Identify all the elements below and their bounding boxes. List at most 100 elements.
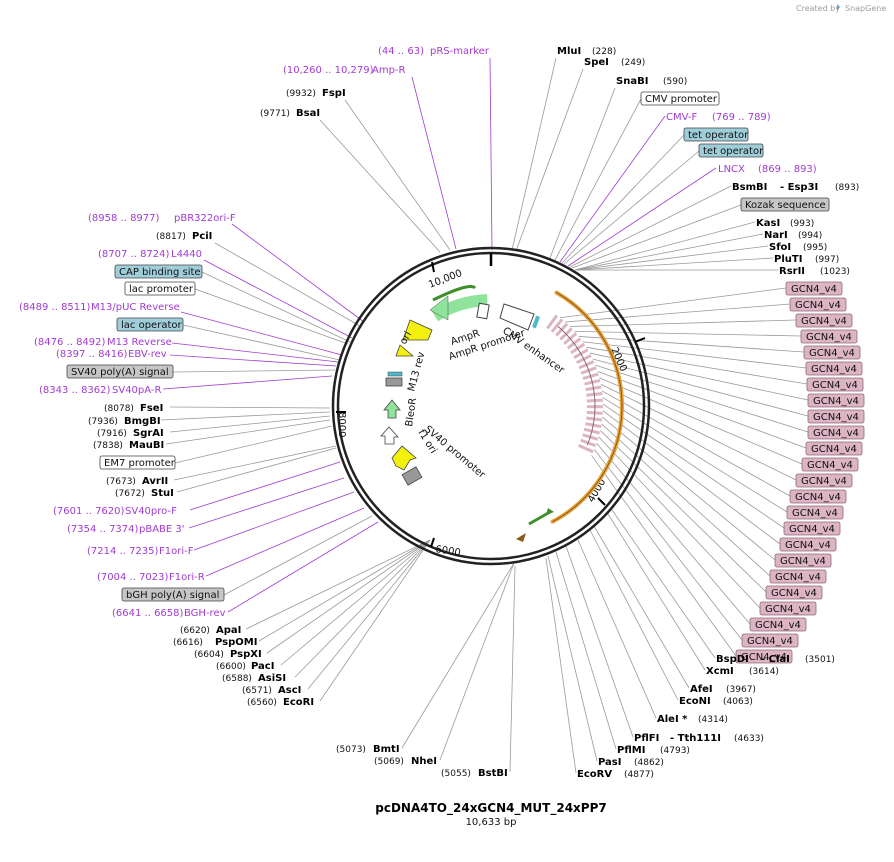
enz-bl-pos-1: (6616)	[173, 638, 203, 648]
leader-bstbi	[510, 566, 515, 772]
primer-f1orir-name: F1ori-R	[169, 572, 205, 583]
gcn4-label: GCN4_v4	[755, 620, 801, 631]
enz-nari-pos: (994)	[798, 231, 822, 241]
scale-label-0: 10,000	[427, 268, 464, 291]
enz-l-name-0: FseI	[140, 403, 163, 414]
leader-l-0	[170, 407, 330, 408]
enz-nhei-name: NheI	[411, 756, 437, 767]
gcn4-label: GCN4_v4	[792, 508, 838, 519]
leader-bsmbi	[570, 186, 731, 267]
enz-bl-name-6: EcoRI	[283, 697, 314, 708]
gcn4-label: GCN4_v4	[809, 348, 855, 359]
enz-bl-pos-5: (6571)	[242, 686, 272, 696]
enz-bstbi-name: BstBI	[478, 768, 508, 779]
gcn4-label: GCN4_v4	[812, 380, 858, 391]
enz-l-name-3: MauBI	[129, 440, 164, 451]
primer-lncx-range: (869 .. 893)	[758, 164, 817, 175]
enz-l-pos-2: (7916)	[97, 429, 127, 439]
enz-bl-name-2: PspXI	[230, 649, 262, 660]
enz-bl-name-0: ApaI	[216, 625, 241, 636]
leader-bl-5	[308, 540, 430, 689]
enz-l-pos-1: (7936)	[88, 417, 118, 427]
leader-fspi	[345, 100, 450, 250]
primer-m13puc-range: (8489 .. 8511)	[19, 302, 91, 313]
m13-rev-label: M13 rev	[406, 351, 427, 393]
gcn4-label: GCN4_v4	[791, 284, 837, 295]
primer-prs-range: (44 .. 63)	[378, 46, 424, 57]
box-sv40-polya: SV40 poly(A) signal	[71, 367, 169, 378]
leader-gcn4	[570, 320, 796, 327]
enz-rsrii-pos: (1023)	[820, 267, 850, 277]
enz-spei-name: SpeI	[584, 57, 609, 68]
gcn4-label: GCN4_v4	[765, 604, 811, 615]
primer-f1orif-range: (7214 .. 7235)	[87, 546, 159, 557]
gcn4-label: GCN4_v4	[771, 588, 817, 599]
sv40-promoter-arrow	[392, 446, 416, 470]
scale-tick	[635, 338, 645, 342]
primer-cmvf-name: CMV-F	[666, 112, 697, 123]
primer-prs-name: pRS-marker	[430, 46, 490, 57]
f1ori-arrow	[381, 427, 398, 444]
enz-bl-pos-6: (6560)	[247, 698, 277, 708]
primer-bgh-name: BGH-rev	[184, 608, 226, 619]
enz-sfoi-pos: (995)	[803, 243, 827, 253]
leader-spei	[516, 69, 583, 251]
enz-fspi-pos: (9932)	[286, 89, 316, 99]
gcn4-label: GCN4_v4	[801, 476, 847, 487]
enz-bl-name-4: AsiSI	[258, 673, 286, 684]
box-em7: EM7 promoter	[104, 458, 176, 469]
leader-l4440	[204, 260, 352, 338]
leader-ebv	[170, 355, 336, 366]
scale-tick	[431, 538, 434, 547]
enz-bl-pos-4: (6588)	[222, 674, 252, 684]
primer-l4440-name: L4440	[171, 249, 202, 260]
enz-xcmi-pos: (3614)	[749, 667, 779, 677]
enz-stui-name: StuI	[151, 488, 174, 499]
enz-avrii-pos: (7673)	[106, 477, 136, 487]
primer-ampr-range: (10,260 .. 10,279)	[283, 65, 374, 76]
ampr-promoter-box	[477, 303, 489, 319]
enz-bsai-name: BsaI	[296, 108, 320, 119]
enz-bmti-pos: (5073)	[336, 745, 366, 755]
enz-xcmi-name: XcmI	[706, 666, 734, 677]
leader-mlui	[512, 58, 556, 250]
leader-lac-operator	[183, 325, 340, 360]
leader-xcmi	[608, 514, 705, 670]
box-lac-operator: lac operator	[121, 320, 182, 331]
leader-avrii	[174, 446, 336, 480]
enz-afei-pos: (3967)	[726, 685, 756, 695]
primer-sv40pa-name: SV40pA-R	[112, 385, 161, 396]
enz-pasi-pos: (4862)	[634, 758, 664, 768]
enz-pcii-pos: (8817)	[156, 232, 186, 242]
primer-ebv-range: (8397 .. 8416)	[56, 349, 128, 360]
enz-l-pos-0: (8078)	[104, 404, 134, 414]
gcn4-label: GCN4_v4	[795, 300, 841, 311]
credit-text: Created by	[796, 4, 840, 13]
primer-sv40pa-range: (8343 .. 8362)	[39, 385, 111, 396]
box-tet-operator-2: tet operator	[703, 146, 764, 157]
box-cap: CAP binding site	[119, 267, 201, 278]
gcn4-label: GCN4_v4	[813, 428, 859, 439]
leader-bl-1	[259, 540, 430, 641]
leader-bl-6	[320, 540, 430, 701]
enz-mlui-pos: (228)	[592, 47, 616, 57]
gcn4-label: GCN4_v4	[813, 396, 859, 407]
plasmid-length: 10,633 bp	[466, 817, 517, 828]
enz-afei-name: AfeI	[690, 684, 713, 695]
gcn4-label: GCN4_v4	[807, 460, 853, 471]
leader-bmti	[402, 563, 514, 748]
leader-cap	[202, 272, 350, 342]
enz-econi-name: EcoNI	[679, 696, 711, 707]
leader-prs	[490, 58, 492, 250]
primer-m13rev-range: (8476 .. 8492)	[34, 337, 106, 348]
enz-pluti-name: PluTI	[774, 254, 802, 265]
primer-pbabe-range: (7354 .. 7374)	[67, 524, 139, 535]
enz-bsmbi-name: BsmBI	[732, 182, 767, 193]
leader-bsai	[320, 120, 440, 252]
enz-bl-pos-2: (6604)	[194, 650, 224, 660]
leader-nhei	[440, 563, 514, 760]
leader-gcn4	[574, 331, 801, 336]
enz-fspi-name: FspI	[322, 88, 346, 99]
gcn4-repeat-edge	[558, 326, 595, 445]
